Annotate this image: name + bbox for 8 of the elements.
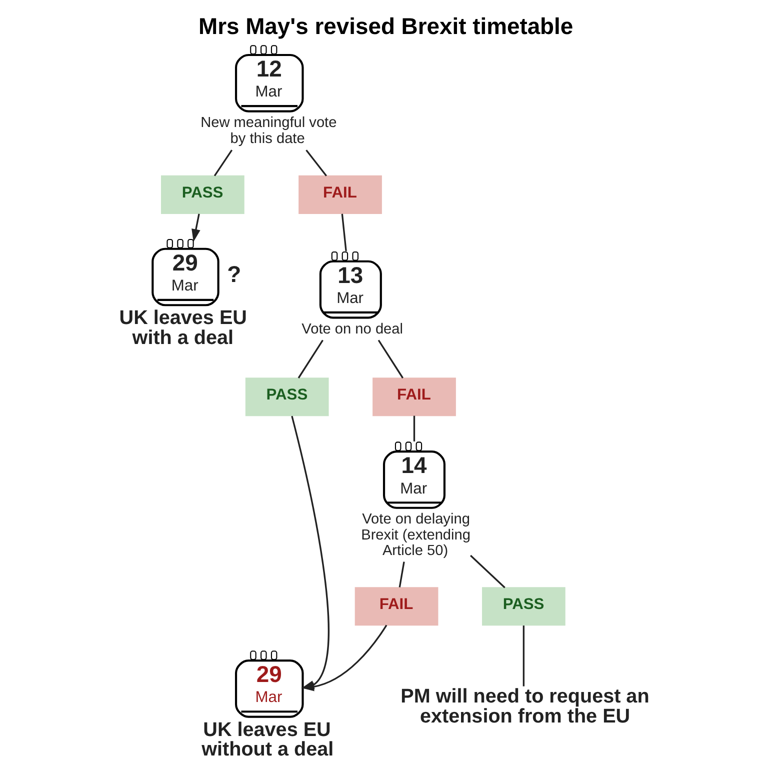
node-label: Vote on delaying Brexit (extending Article 50)	[361, 512, 470, 559]
node-label: Vote on no deal	[302, 321, 404, 338]
node-text: PM will need to request an extension from the EU	[400, 685, 650, 728]
diagram-title: Mrs May's revised Brexit timetable	[198, 12, 574, 39]
node-label: New meaningful vote by this date	[200, 115, 337, 147]
node-label: ?	[227, 260, 242, 287]
node-label: UK leaves EU with a deal	[119, 307, 247, 349]
node-label: UK leaves EU without a deal	[202, 718, 334, 761]
